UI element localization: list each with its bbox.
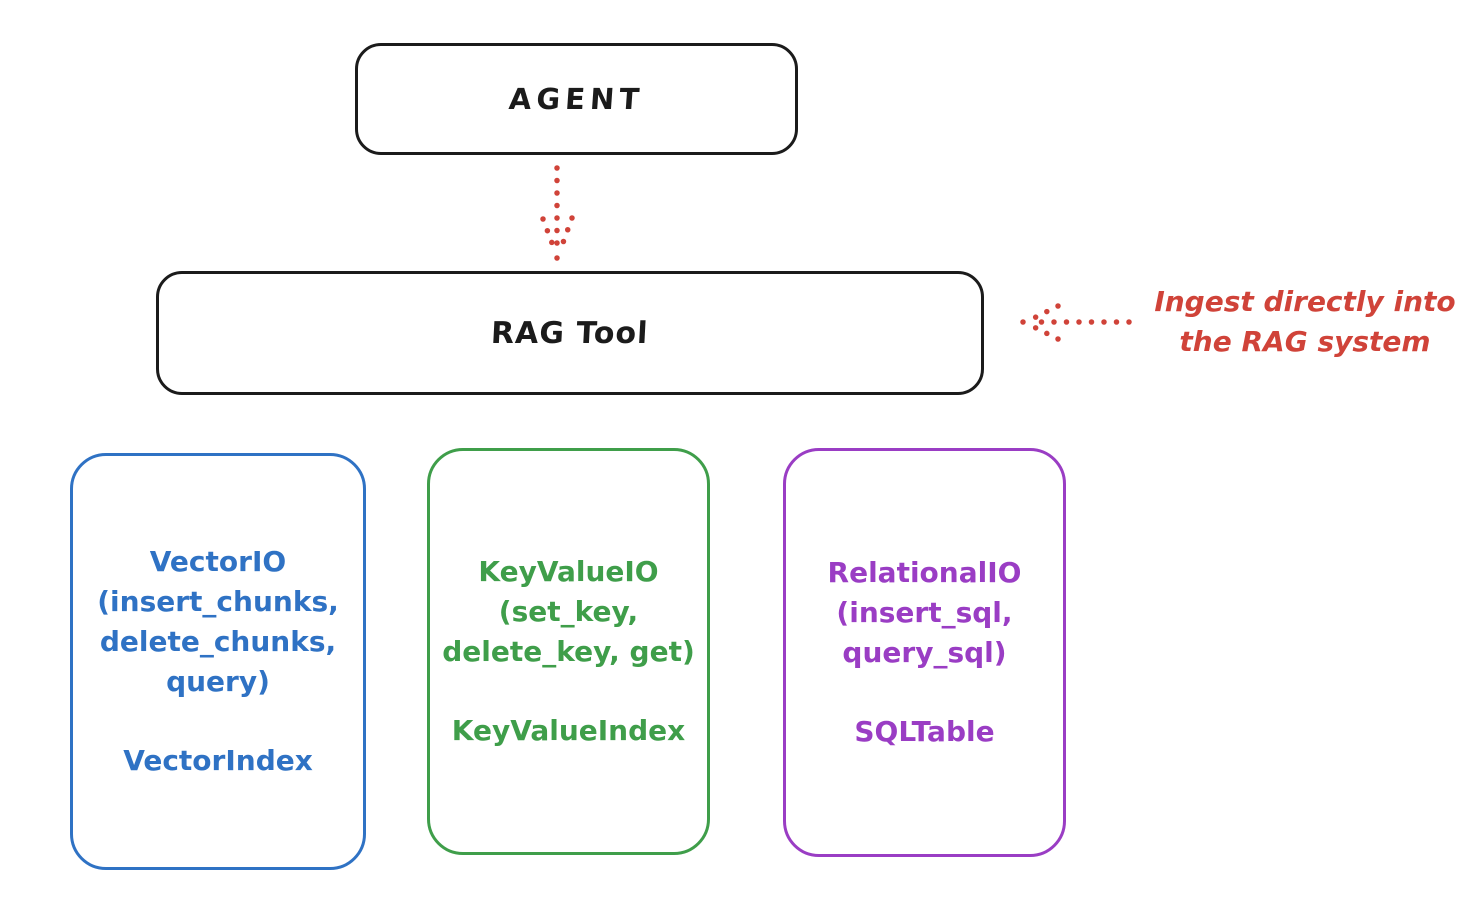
relational-io-node: RelationalIO (insert_sql, query_sql) SQL… xyxy=(783,448,1066,857)
relational-io-line: query_sql) xyxy=(842,636,1007,669)
key-value-io-node: KeyValueIO (set_key, delete_key, get) Ke… xyxy=(427,448,710,855)
relational-io-methods: RelationalIO (insert_sql, query_sql) xyxy=(828,553,1022,673)
ingest-annotation: Ingest directly into the RAG system xyxy=(1140,282,1470,362)
vector-io-line: (insert_chunks, xyxy=(97,585,339,618)
vector-io-line: query) xyxy=(166,665,270,698)
key-value-io-line: KeyValueIO xyxy=(478,555,659,588)
dotted-arrow-agent-to-ragtool xyxy=(540,165,575,262)
ingest-annotation-line1: Ingest directly into xyxy=(1154,285,1456,318)
key-value-io-line: delete_key, get) xyxy=(442,635,695,668)
vector-io-methods: VectorIO (insert_chunks, delete_chunks, … xyxy=(97,542,339,702)
sql-table-label: SQLTable xyxy=(854,715,995,748)
dotted-arrow-annotation-to-ragtool xyxy=(1019,303,1132,342)
vector-io-line: VectorIO xyxy=(149,545,287,578)
key-value-io-line: (set_key, xyxy=(498,595,639,628)
key-value-index-label: KeyValueIndex xyxy=(451,714,686,747)
relational-io-line: RelationalIO xyxy=(827,556,1022,589)
agent-node: AGENT xyxy=(355,43,798,155)
vector-io-node: VectorIO (insert_chunks, delete_chunks, … xyxy=(70,453,366,870)
ingest-annotation-line2: the RAG system xyxy=(1179,325,1431,358)
rag-tool-label: RAG Tool xyxy=(490,315,650,351)
relational-io-line: (insert_sql, xyxy=(836,596,1013,629)
agent-label: AGENT xyxy=(507,82,646,116)
key-value-io-methods: KeyValueIO (set_key, delete_key, get) xyxy=(442,552,695,672)
rag-tool-node: RAG Tool xyxy=(156,271,984,395)
vector-io-line: delete_chunks, xyxy=(99,625,337,658)
vector-index-label: VectorIndex xyxy=(123,744,313,777)
